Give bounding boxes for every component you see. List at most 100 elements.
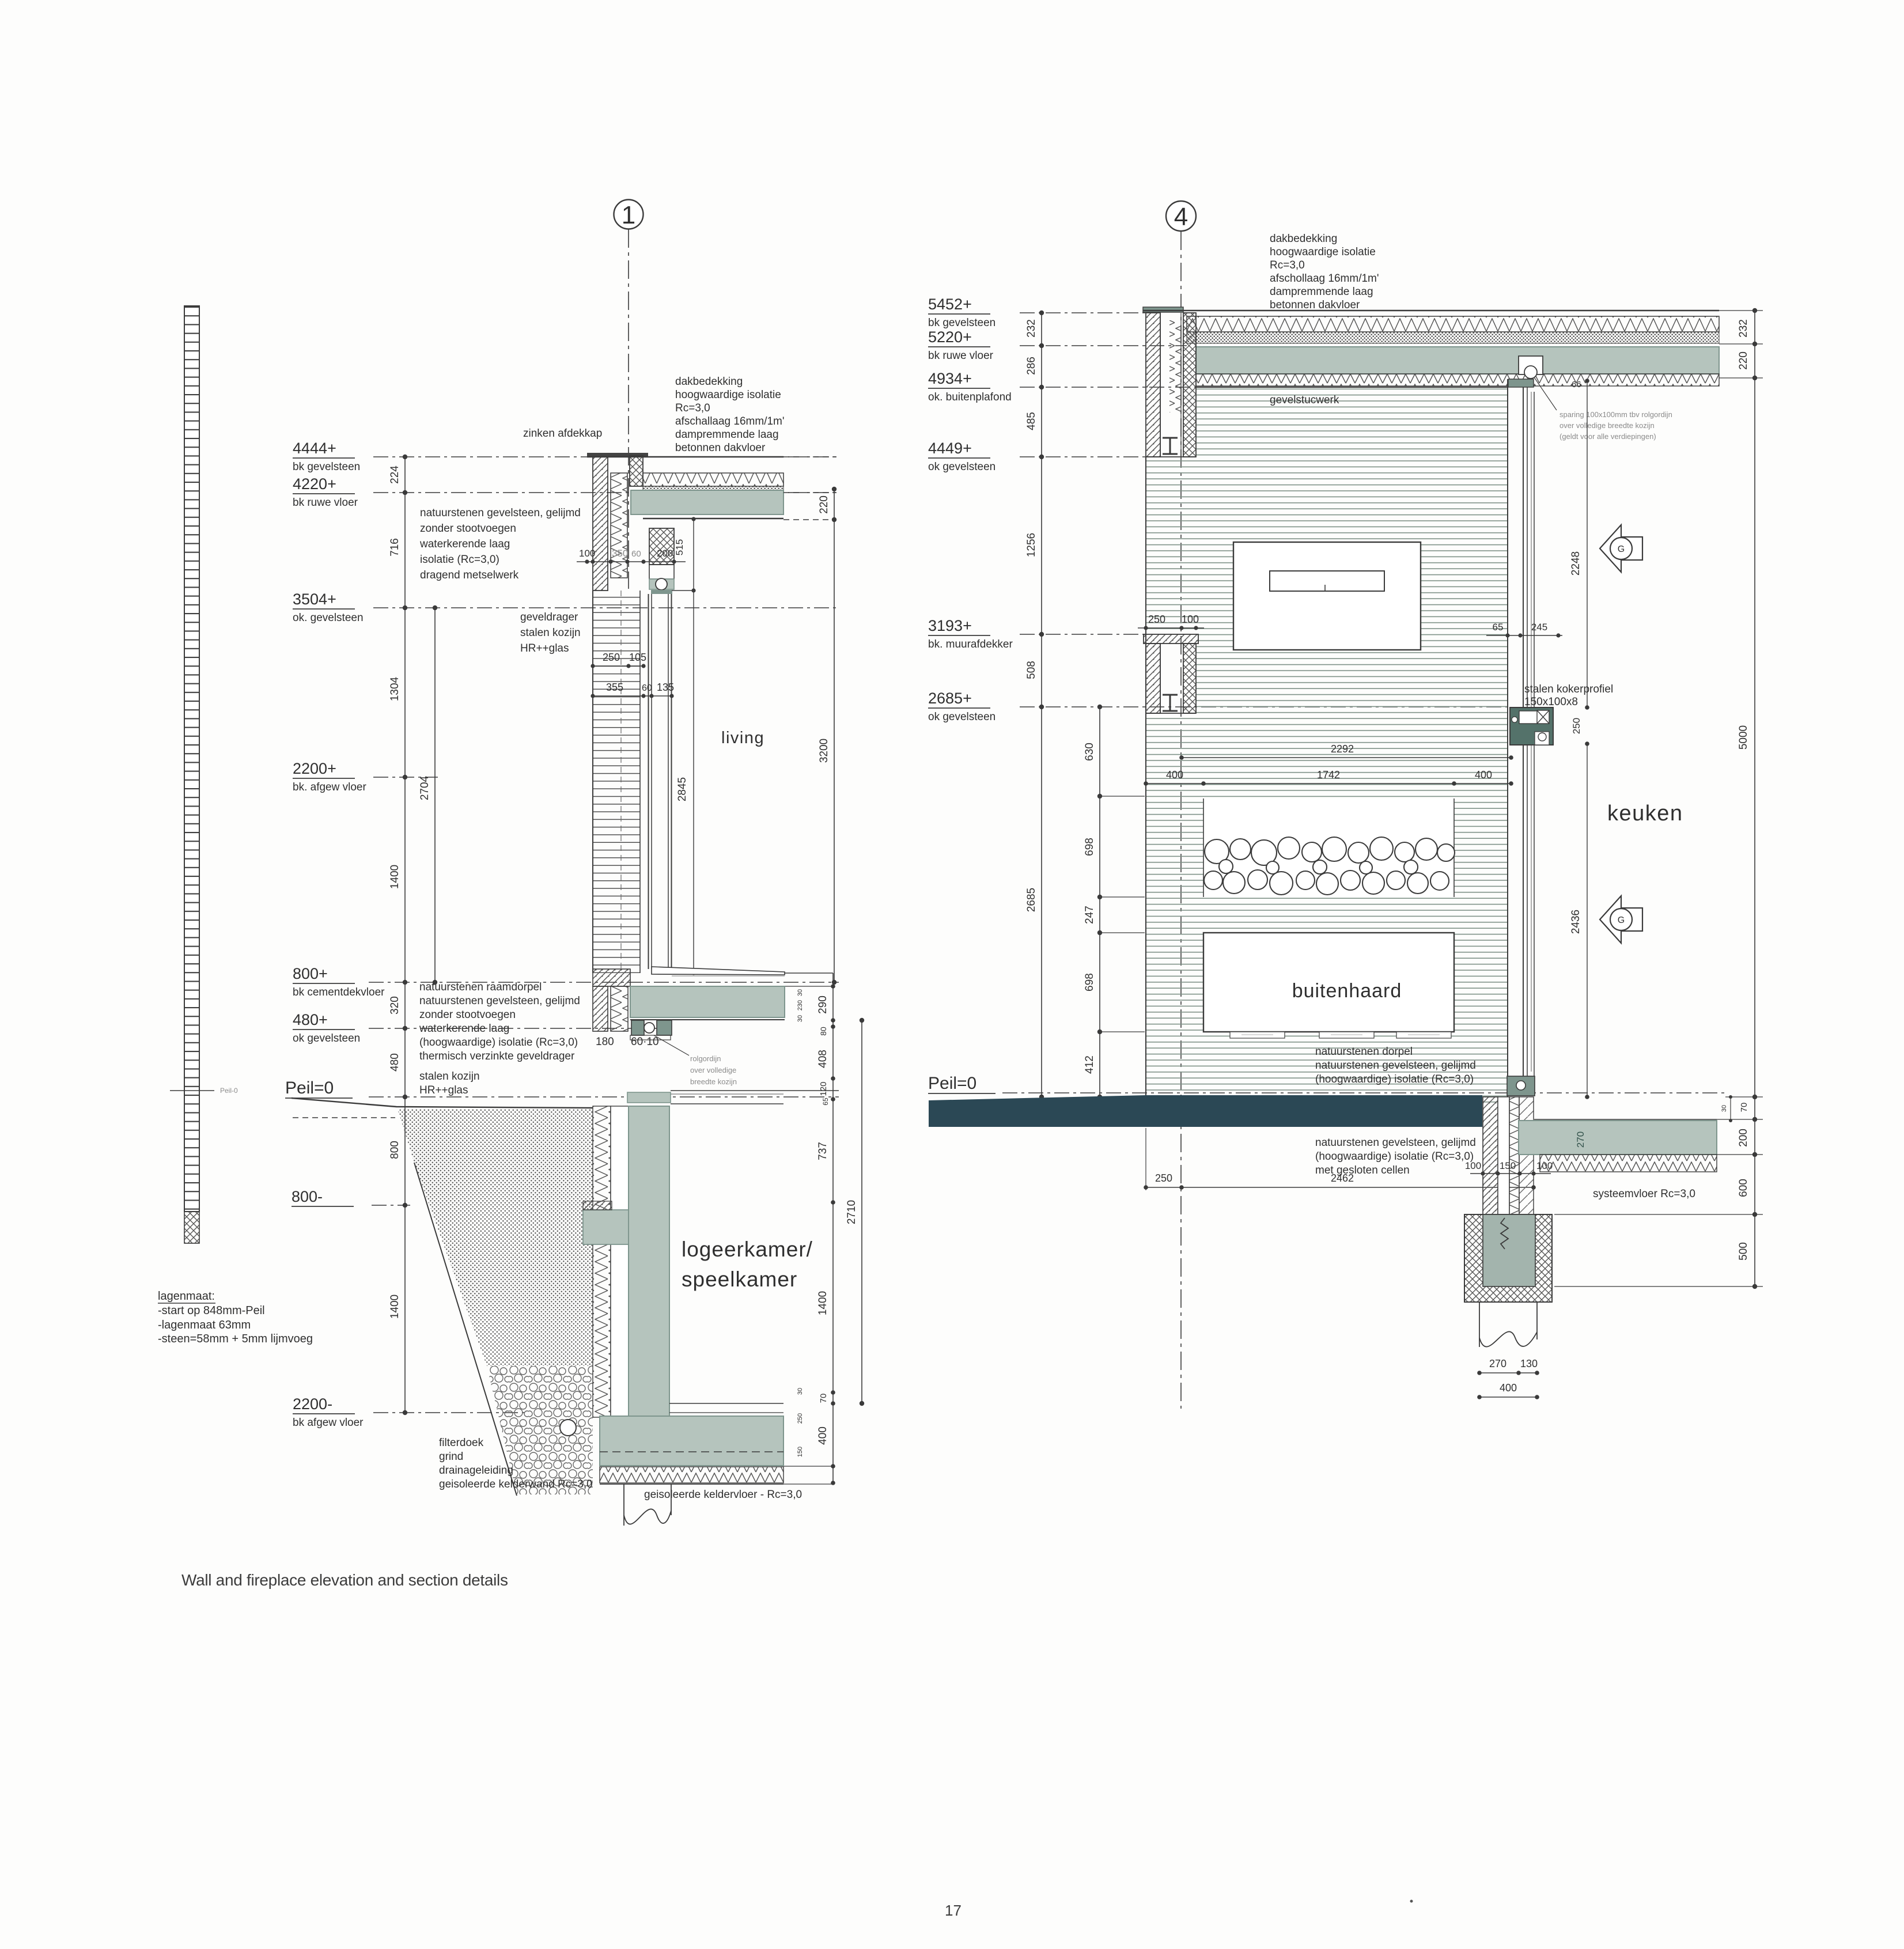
svg-text:HR++glas: HR++glas [520,642,569,654]
svg-text:systeemvloer Rc=3,0: systeemvloer Rc=3,0 [1593,1188,1695,1200]
svg-text:30: 30 [797,1015,804,1022]
svg-text:stalen kozijn: stalen kozijn [520,627,581,639]
svg-text:1400: 1400 [389,1295,401,1319]
svg-text:Rc=3,0: Rc=3,0 [675,402,710,414]
svg-text:geveldrager: geveldrager [520,611,578,623]
svg-text:natuurstenen dorpel: natuurstenen dorpel [1315,1046,1413,1058]
svg-text:1400: 1400 [817,1291,829,1315]
svg-text:270: 270 [1575,1131,1586,1148]
svg-text:bk gevelsteen: bk gevelsteen [293,461,360,473]
svg-text:Rc=3,0: Rc=3,0 [1270,259,1305,271]
svg-text:600: 600 [1738,1179,1750,1197]
svg-text:2710: 2710 [846,1200,858,1224]
svg-text:waterkerende laag: waterkerende laag [419,538,510,550]
svg-text:sparing 100x100mm tbv rolgordi: sparing 100x100mm tbv rolgordijn [1559,410,1672,419]
svg-text:keuken: keuken [1607,801,1683,826]
svg-text:230: 230 [797,1000,804,1011]
svg-text:408: 408 [817,1050,829,1068]
svg-text:100: 100 [1182,614,1199,625]
svg-text:2685+: 2685+ [928,690,972,707]
svg-text:dakbedekking: dakbedekking [675,376,743,388]
svg-text:lagenmaat:: lagenmaat: [158,1290,215,1303]
svg-text:100: 100 [579,548,595,559]
svg-text:508: 508 [1025,661,1038,679]
svg-text:400: 400 [817,1426,829,1445]
svg-text:3200: 3200 [818,739,830,763]
svg-text:2704: 2704 [419,775,431,800]
svg-text:4: 4 [1174,203,1188,231]
svg-text:17: 17 [945,1902,962,1919]
svg-text:250: 250 [1155,1172,1172,1184]
svg-text:betonnen dakvloer: betonnen dakvloer [675,442,766,454]
svg-text:200: 200 [657,548,673,559]
svg-text:716: 716 [389,538,401,557]
svg-text:2200+: 2200+ [293,760,336,777]
svg-text:220: 220 [818,495,830,514]
svg-text:1: 1 [622,201,635,229]
svg-text:2685: 2685 [1025,888,1038,912]
svg-text:3193+: 3193+ [928,617,972,634]
svg-text:5220+: 5220+ [928,328,972,346]
svg-text:180: 180 [596,1036,614,1048]
svg-text:dampremmende laag: dampremmende laag [1270,286,1373,298]
svg-text:220: 220 [1738,351,1750,370]
svg-text:-steen=58mm + 5mm lijmvoeg: -steen=58mm + 5mm lijmvoeg [158,1333,313,1345]
svg-text:60: 60 [631,549,641,559]
svg-text:150: 150 [797,1447,804,1457]
svg-text:thermisch verzinkte geveldrage: thermisch verzinkte geveldrager [419,1050,575,1062]
svg-text:500: 500 [1738,1242,1750,1261]
svg-text:bk ruwe vloer: bk ruwe vloer [928,350,994,362]
svg-text:dakbedekking: dakbedekking [1270,233,1337,245]
svg-text:buitenhaard: buitenhaard [1292,980,1402,1002]
svg-text:60: 60 [642,683,652,693]
svg-text:30: 30 [797,989,804,996]
svg-text:65: 65 [822,1098,830,1106]
svg-text:bk. muurafdekker: bk. muurafdekker [928,638,1013,650]
svg-text:natuurstenen raamdorpel: natuurstenen raamdorpel [419,981,542,993]
svg-text:afschallaag 16mm/1m': afschallaag 16mm/1m' [675,415,785,427]
svg-text:geisoleerde keldervloer - Rc: geisoleerde keldervloer - Rc=3,0 [644,1489,802,1501]
svg-text:698: 698 [1084,973,1096,991]
svg-text:afschollaag 16mm/1m': afschollaag 16mm/1m' [1270,273,1379,285]
svg-text:hoogwaardige isolatie: hoogwaardige isolatie [675,389,781,401]
svg-text:met gesloten cellen: met gesloten cellen [1315,1164,1410,1176]
svg-text:bk cementdekvloer: bk cementdekvloer [293,986,385,998]
svg-text:2200-: 2200- [293,1395,332,1413]
svg-text:betonnen dakvloer: betonnen dakvloer [1270,299,1360,311]
svg-text:Peil=0: Peil=0 [928,1074,976,1093]
svg-text:5000: 5000 [1738,725,1750,750]
svg-text:286: 286 [1025,357,1038,375]
svg-text:Wall and fireplace elevation a: Wall and fireplace elevation and section… [181,1571,508,1589]
svg-text:G: G [1618,544,1625,554]
svg-text:natuurstenen gevelsteen, gelij: natuurstenen gevelsteen, gelijmd [1315,1137,1476,1149]
svg-text:G: G [1618,915,1625,925]
svg-text:-start op 848mm-Peil: -start op 848mm-Peil [158,1304,265,1317]
svg-text:4934+: 4934+ [928,370,972,387]
svg-text:250: 250 [1148,614,1165,625]
svg-text:70: 70 [1739,1103,1749,1112]
svg-text:250: 250 [1571,718,1582,734]
svg-text:224: 224 [389,466,401,484]
svg-text:1400: 1400 [389,865,401,889]
svg-text:speelkamer: speelkamer [682,1267,797,1291]
svg-text:ok gevelsteen: ok gevelsteen [928,711,995,723]
svg-text:dragend metselwerk: dragend metselwerk [420,569,519,581]
svg-text:over volledige: over volledige [690,1066,736,1074]
svg-text:bk ruwe vloer: bk ruwe vloer [293,497,358,509]
svg-text:gevelstucwerk: gevelstucwerk [1270,394,1339,406]
svg-text:ok gevelsteen: ok gevelsteen [928,461,995,473]
svg-text:bk afgew vloer: bk afgew vloer [293,1417,364,1429]
svg-text:filterdoek: filterdoek [439,1437,484,1449]
svg-text:30: 30 [797,1388,804,1395]
svg-text:105: 105 [629,652,646,663]
svg-text:800-: 800- [292,1188,323,1205]
svg-text:ok. gevelsteen: ok. gevelsteen [293,612,364,624]
svg-text:zinken afdekkap: zinken afdekkap [523,427,602,440]
svg-text:stalen kozijn: stalen kozijn [419,1070,480,1083]
svg-text:400: 400 [1500,1382,1517,1394]
svg-text:120: 120 [819,1081,828,1096]
svg-text:320: 320 [389,996,401,1015]
svg-text:630: 630 [1084,743,1096,761]
svg-text:isolatie (Rc=3,0): isolatie (Rc=3,0) [420,554,499,566]
svg-text:247: 247 [1084,906,1096,924]
